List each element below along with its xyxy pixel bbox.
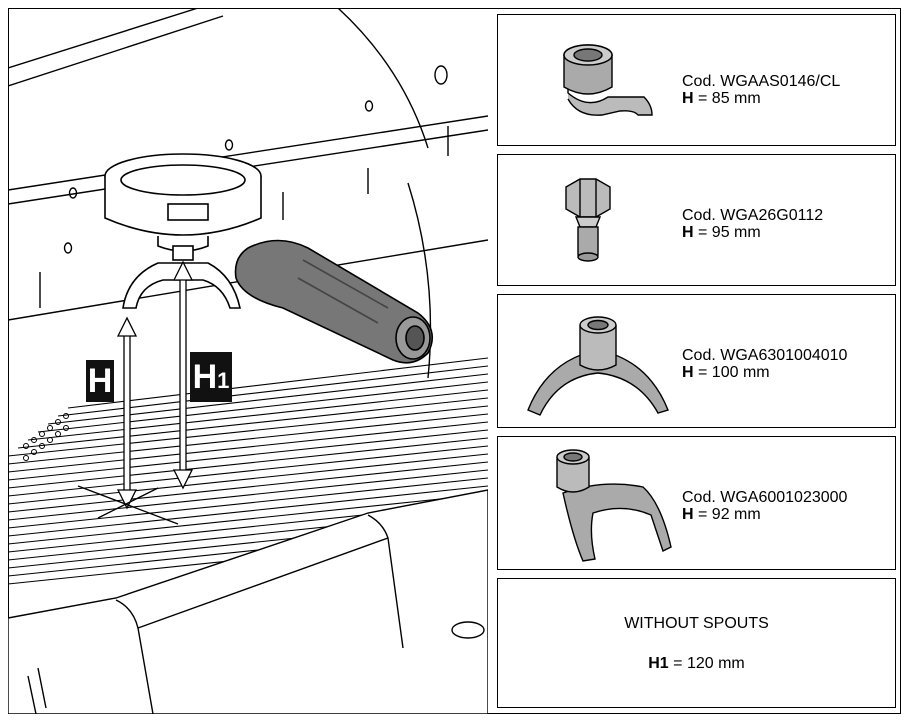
without-spouts-panel: WITHOUT SPOUTS H1 = 120 mm [497,578,896,708]
spout-height: H = 85 mm [682,90,761,107]
double-spout-icon [518,305,678,426]
spout-code: Cod. WGA6301004010 [682,347,848,364]
label-h1-main: H [192,358,218,396]
adapter-nut-icon [558,175,618,275]
spout-panel-2: Cod. WGA26G0112 H = 95 mm [497,154,896,286]
spout-height: H = 92 mm [682,506,761,523]
label-h1-sub: 1 [217,368,230,393]
spout-height: H = 95 mm [682,224,761,241]
single-spout-icon [548,35,658,130]
spout-panel-4: Cod. WGA6001023000 H = 92 mm [497,436,896,570]
spout-info-2: Cod. WGA26G0112 H = 95 mm [682,207,823,241]
spout-info-4: Cod. WGA6001023000 H = 92 mm [682,489,847,523]
spout-info-1: Cod. WGAAS0146/CL H = 85 mm [682,73,840,107]
spout-height: H = 100 mm [682,364,770,381]
double-spout-tall-icon [543,443,673,570]
label-h: H [86,360,114,402]
without-spouts-height: H1 = 120 mm [648,655,745,672]
spout-panel-3: Cod. WGA6301004010 H = 100 mm [497,294,896,428]
spout-code: Cod. WGA26G0112 [682,207,824,224]
spout-info-3: Cod. WGA6301004010 H = 100 mm [682,347,847,381]
spout-code: Cod. WGAAS0146/CL [682,73,841,90]
spout-panel-1: Cod. WGAAS0146/CL H = 85 mm [497,14,896,146]
without-spouts-title: WITHOUT SPOUTS [624,615,769,632]
label-h1: H1 [190,352,232,402]
machine-illustration [8,8,488,714]
spout-code: Cod. WGA6001023000 [682,489,848,506]
